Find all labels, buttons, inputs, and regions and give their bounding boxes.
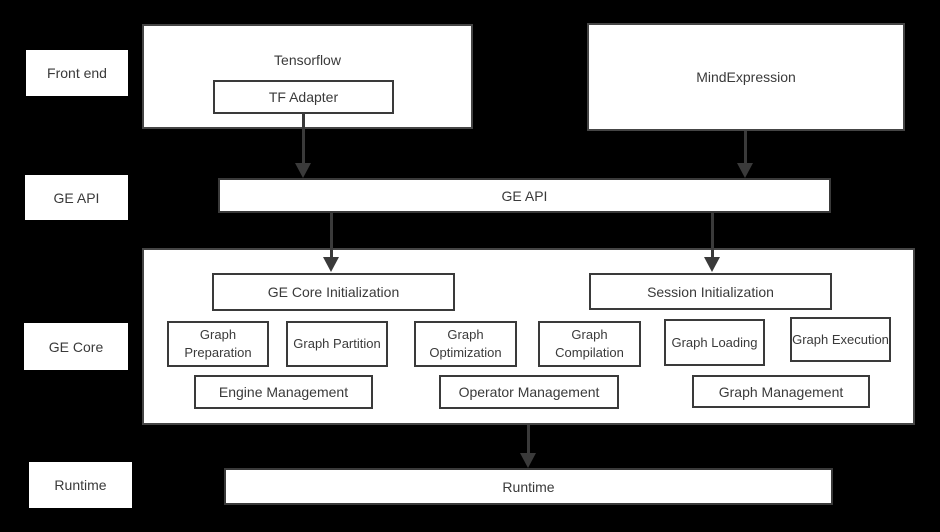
arrow-head-icon: [295, 163, 311, 178]
tensorflow-box: Tensorflow TF Adapter: [142, 24, 473, 129]
operator-management-box: Operator Management: [439, 375, 619, 409]
ge-core-initialization-box: GE Core Initialization: [212, 273, 455, 311]
arrow-head-icon: [520, 453, 536, 468]
runtime-bar: Runtime: [224, 468, 833, 505]
graph-execution-box: Graph Execution: [790, 317, 891, 362]
ge-api-bar: GE API: [218, 178, 831, 213]
graph-management-box: Graph Management: [692, 375, 870, 408]
session-initialization-box: Session Initialization: [589, 273, 832, 310]
row-label-ge-api: GE API: [25, 175, 128, 220]
mindexpression-box: MindExpression: [587, 23, 905, 131]
arrow-shaft: [743, 131, 747, 165]
ge-core-box: GE Core Initialization Session Initializ…: [142, 248, 915, 425]
arrow-shaft: [526, 425, 530, 455]
graph-optimization-box: Graph Optimization: [414, 321, 517, 367]
tensorflow-label: Tensorflow: [274, 52, 341, 68]
arrow-mindexpression-to-ge-api: [736, 131, 754, 178]
arrow-head-icon: [737, 163, 753, 178]
graph-preparation-box: Graph Preparation: [167, 321, 269, 367]
row-label-runtime: Runtime: [29, 462, 132, 508]
graph-partition-box: Graph Partition: [286, 321, 388, 367]
graph-compilation-box: Graph Compilation: [538, 321, 641, 367]
engine-management-box: Engine Management: [194, 375, 373, 409]
row-label-front-end: Front end: [26, 50, 128, 96]
tf-adapter-box: TF Adapter: [213, 80, 394, 114]
arrow-ge-core-to-runtime: [519, 425, 537, 468]
row-label-ge-core: GE Core: [24, 323, 128, 370]
graph-loading-box: Graph Loading: [664, 319, 765, 366]
